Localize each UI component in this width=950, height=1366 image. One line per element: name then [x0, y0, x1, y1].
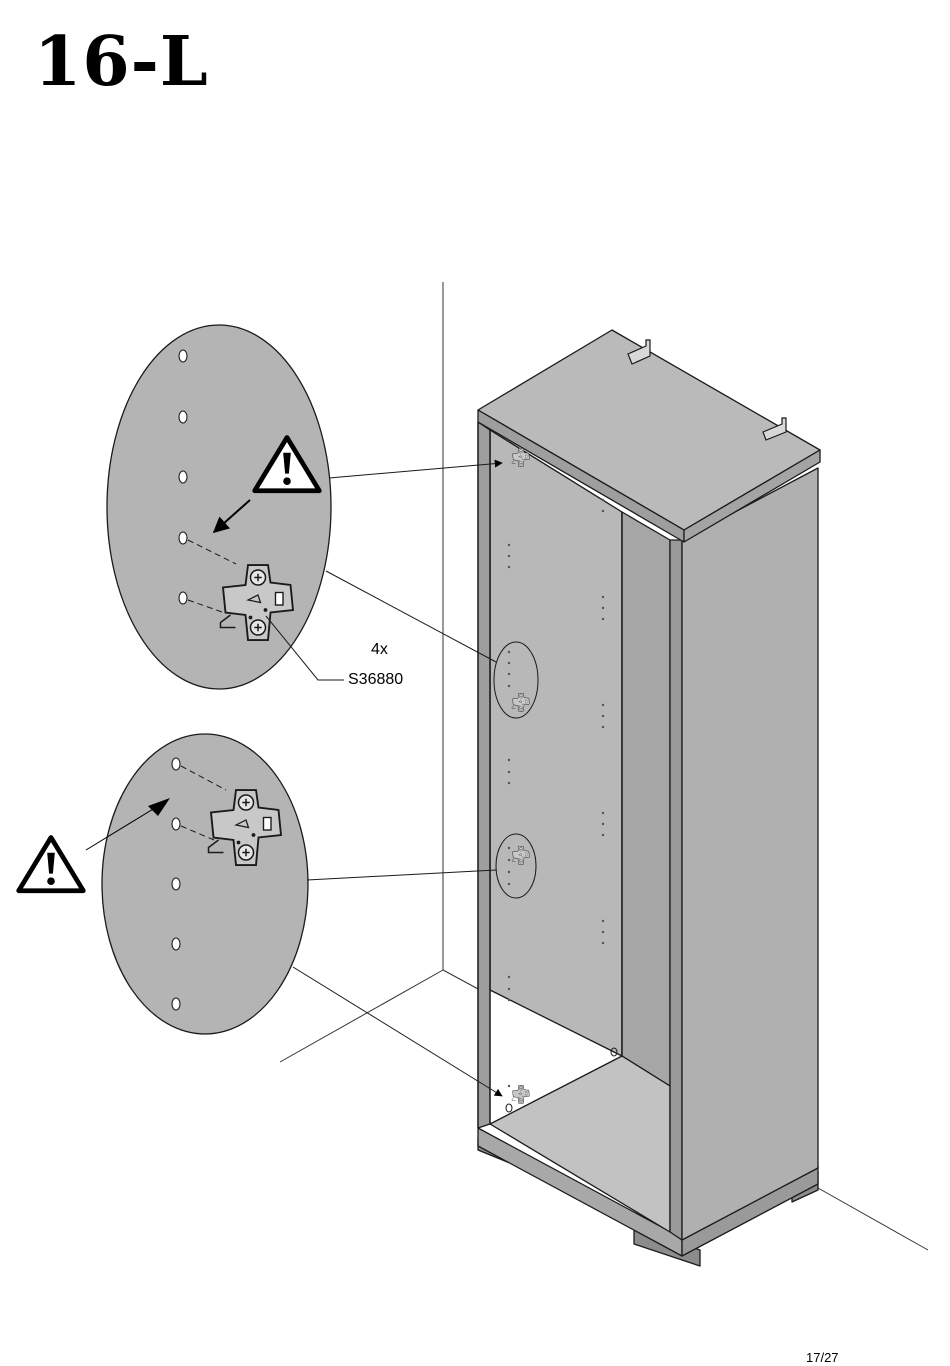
cabinet: [478, 330, 820, 1266]
assembly-illustration: [0, 270, 950, 1280]
quantity-label: 4x: [371, 641, 388, 659]
page-number: 17/27: [806, 1350, 839, 1365]
part-code-label: S36880: [348, 671, 403, 689]
step-number: 16-L: [34, 28, 209, 96]
warning-triangle-icon: [19, 838, 84, 891]
upper-detail-view: [107, 325, 331, 689]
lower-detail-view: [86, 734, 308, 1034]
